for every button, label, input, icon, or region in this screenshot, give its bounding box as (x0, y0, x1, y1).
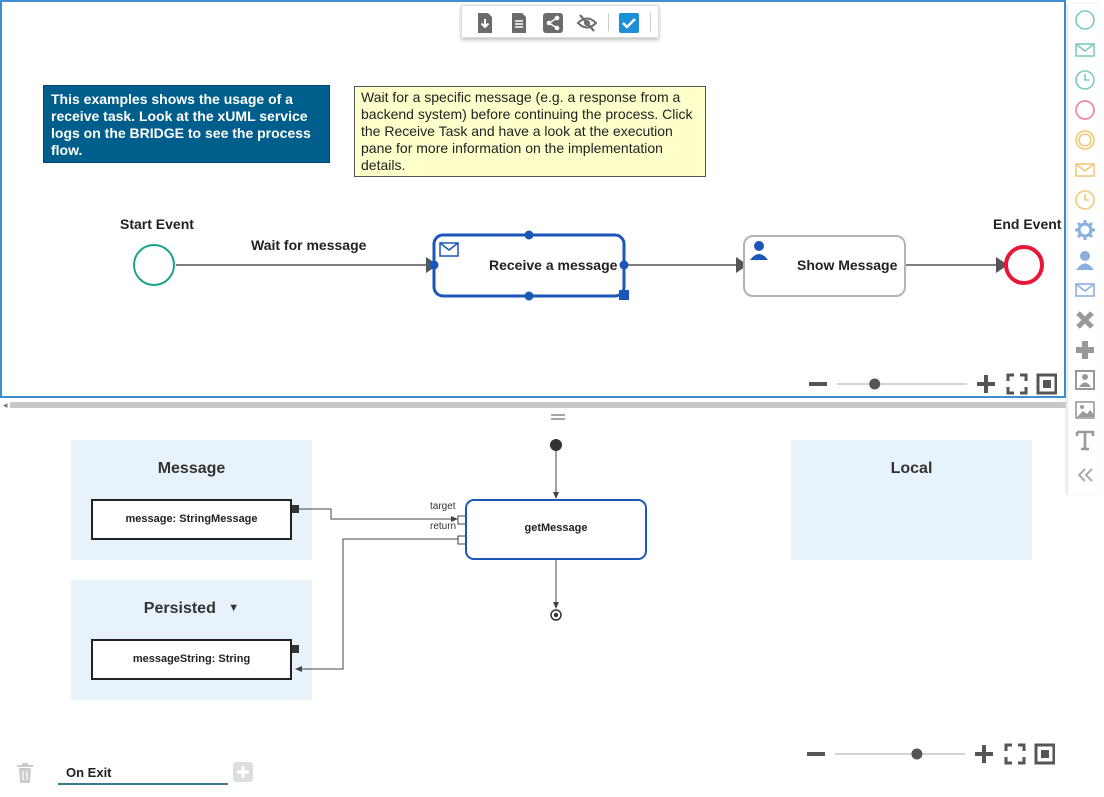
target-port[interactable] (457, 515, 467, 525)
fullscreen-icon[interactable] (1004, 743, 1026, 765)
end-event[interactable] (1004, 245, 1044, 285)
selection-handle[interactable] (619, 260, 629, 270)
fit-to-screen-icon[interactable] (1034, 743, 1055, 765)
process-diagram (133, 230, 1044, 301)
chevron-down-icon[interactable]: ▼ (228, 602, 240, 614)
bottom-tab-bar: On Exit (0, 757, 1066, 793)
add-tab-icon[interactable] (233, 762, 253, 782)
canvas-toolbar (461, 5, 659, 38)
download-icon[interactable] (474, 12, 496, 34)
zoom-controls-top (807, 372, 1057, 396)
receive-task-label: Receive a message (489, 257, 618, 273)
image-icon[interactable] (1074, 399, 1096, 421)
toolbar-separator (650, 13, 651, 31)
envelope-icon (439, 242, 459, 257)
annotation-note-yellow[interactable]: Wait for a specific message (e.g. a resp… (354, 86, 706, 177)
timer-start-icon[interactable] (1074, 69, 1096, 91)
resize-handle[interactable] (619, 290, 629, 300)
zoom-in-icon[interactable] (977, 375, 995, 393)
zoom-out-icon[interactable] (807, 752, 825, 756)
flow-start-dot (550, 439, 562, 451)
share-icon[interactable] (542, 12, 564, 34)
output-port[interactable] (292, 505, 299, 513)
start-event[interactable] (133, 244, 175, 286)
service-task-icon[interactable] (1074, 219, 1096, 241)
collapse-icon[interactable] (1074, 464, 1096, 486)
user-task-icon[interactable] (1074, 249, 1096, 271)
end-event-icon[interactable] (1074, 99, 1096, 121)
intermediate-event-icon[interactable] (1074, 129, 1096, 151)
flow-label: Wait for message (251, 237, 367, 253)
mapping-line[interactable] (299, 508, 453, 520)
get-message-operation[interactable] (465, 499, 647, 560)
element-palette (1067, 4, 1101, 494)
port-label-return: return (430, 521, 457, 532)
return-port[interactable] (457, 535, 467, 545)
splitter-grip-icon[interactable] (551, 413, 565, 421)
start-event-icon[interactable] (1074, 9, 1096, 31)
selection-handle[interactable] (524, 291, 534, 301)
arrow-head (736, 257, 748, 273)
tab-on-exit[interactable]: On Exit (58, 763, 228, 785)
message-start-icon[interactable] (1074, 39, 1096, 61)
port-label-target: target (430, 501, 456, 512)
persisted-variable[interactable]: messageString: String (91, 639, 292, 680)
persisted-box-title: Persisted (143, 600, 216, 617)
send-task-icon[interactable] (1074, 279, 1096, 301)
parallel-gateway-icon[interactable] (1074, 339, 1096, 361)
zoom-out-icon[interactable] (809, 382, 827, 386)
eye-slash-icon[interactable] (576, 12, 598, 34)
zoom-slider-thumb[interactable] (911, 748, 923, 760)
user-task-label: Show Message (797, 257, 898, 273)
message-intermediate-icon[interactable] (1074, 159, 1096, 181)
message-variable[interactable]: message: StringMessage (91, 499, 292, 540)
checkbox-checked-icon[interactable] (618, 12, 640, 34)
fit-to-screen-icon[interactable] (1036, 373, 1057, 395)
start-event-label: Start Event (120, 216, 194, 232)
selection-handle[interactable] (524, 230, 534, 240)
mapping-line[interactable] (300, 538, 458, 670)
trash-icon[interactable] (16, 763, 34, 783)
user-icon (750, 241, 768, 260)
splitter-left-arrow[interactable]: ◂ (3, 400, 8, 410)
fullscreen-icon[interactable] (1006, 373, 1028, 395)
end-event-label: End Event (993, 216, 1062, 232)
panel-splitter[interactable] (10, 402, 1066, 408)
subprocess-icon[interactable] (1074, 369, 1096, 391)
mapping-diagram (292, 439, 647, 672)
timer-intermediate-icon[interactable] (1074, 189, 1096, 211)
selection-handle[interactable] (429, 260, 439, 270)
zoom-in-icon[interactable] (975, 745, 993, 763)
input-port[interactable] (292, 645, 299, 653)
local-box: Local (791, 440, 1032, 560)
document-icon[interactable] (508, 12, 530, 34)
message-box-title: Message (157, 460, 226, 477)
toolbar-separator (608, 13, 609, 31)
zoom-slider-thumb[interactable] (869, 378, 881, 390)
local-box-title: Local (890, 460, 933, 477)
user-task[interactable] (743, 235, 906, 297)
operation-label: getMessage (524, 522, 588, 534)
exclusive-gateway-icon[interactable] (1074, 309, 1096, 331)
text-icon[interactable] (1074, 429, 1096, 451)
process-canvas[interactable]: This examples shows the usage of a recei… (0, 0, 1066, 398)
zoom-controls-bottom (805, 742, 1055, 766)
arrow-head (996, 257, 1008, 273)
annotation-note-blue[interactable]: This examples shows the usage of a recei… (43, 85, 330, 163)
